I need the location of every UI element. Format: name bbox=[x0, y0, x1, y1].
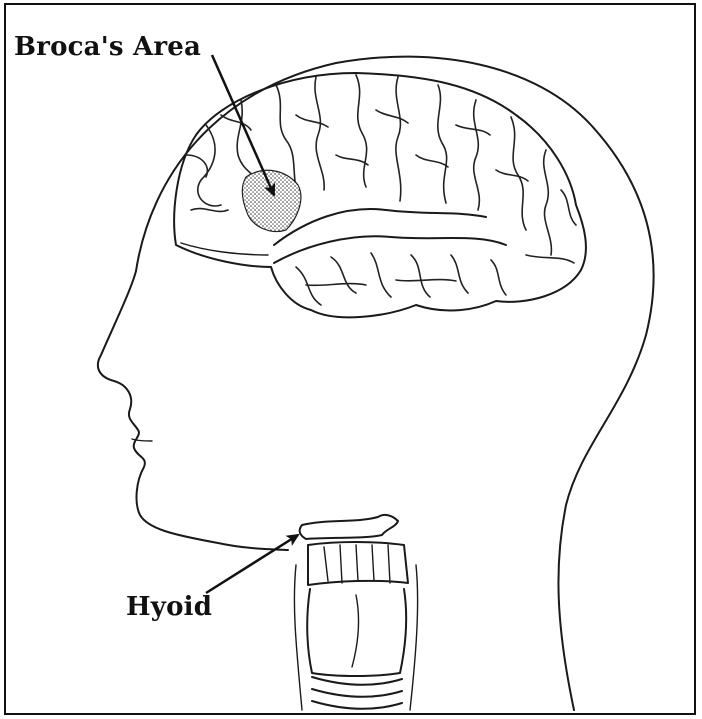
figure-frame: Broca's Area Hyoid bbox=[4, 3, 696, 715]
hyoid-label: Hyoid bbox=[126, 592, 212, 622]
broca-arrow bbox=[212, 55, 274, 195]
broca-area-region bbox=[242, 170, 301, 231]
broca-area-label: Broca's Area bbox=[14, 32, 201, 62]
head-brain-illustration bbox=[6, 5, 696, 715]
larynx-trachea bbox=[294, 515, 417, 710]
